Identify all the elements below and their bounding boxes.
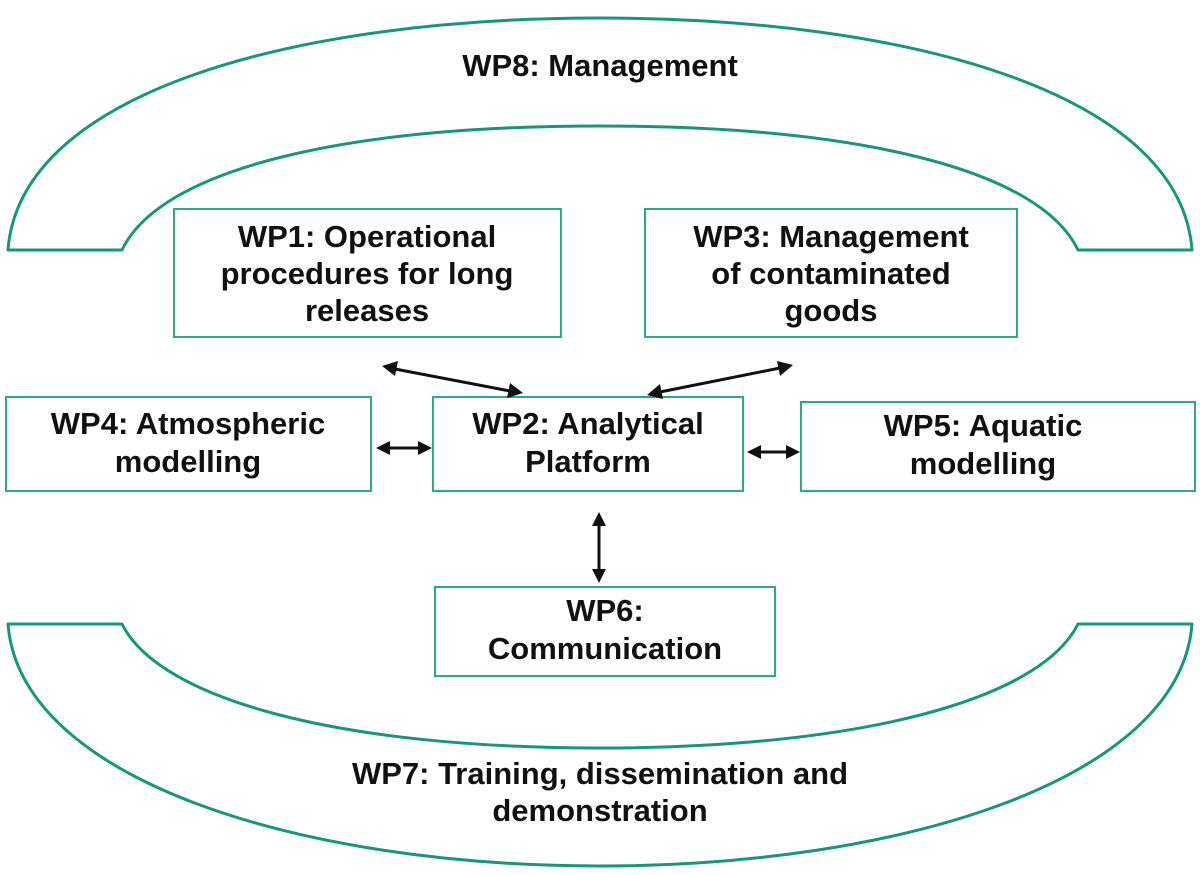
wp6-box [434, 586, 776, 677]
wp1-label-line1: WP1: Operational [238, 219, 496, 254]
wp3-label-line1: WP3: Management [693, 219, 969, 254]
arrow-wp2-wp5 [747, 445, 800, 459]
arrow-wp1-wp2 [382, 361, 523, 398]
wp7-arc-shape [6, 622, 1194, 868]
wp4-label-line1: WP4: Atmospheric [51, 406, 325, 441]
wp3-box [644, 208, 1018, 338]
wp8-label: WP8: Management [462, 48, 738, 83]
wp1-box [173, 208, 562, 338]
wp4-label-line2: modelling [115, 444, 261, 479]
wp6-node: WP6: Communication [434, 586, 776, 677]
wp7-label-line2: demonstration [492, 793, 707, 828]
wp8-arc-shape [6, 16, 1194, 252]
wp3-label-line2: of contaminated [711, 256, 950, 291]
wp2-label-line1: WP2: Analytical [472, 406, 703, 441]
wp3-node: WP3: Management of contaminated goods [644, 208, 1018, 338]
wp1-label-line2: procedures for long [221, 256, 514, 291]
wp2-label-line2: Platform [525, 444, 651, 479]
arrow-wp4-wp2 [376, 441, 432, 455]
wp1-node: WP1: Operational procedures for long rel… [173, 208, 562, 338]
wp5-node: WP5: Aquatic modelling [800, 401, 1196, 492]
arrow-wp3-wp2 [647, 361, 793, 399]
wp5-label-line1: WP5: Aquatic [884, 408, 1083, 443]
arrow-wp2-wp6 [592, 512, 606, 583]
wp7-label-line1: WP7: Training, dissemination and [352, 756, 848, 791]
wp3-label-line3: goods [785, 293, 878, 328]
wp6-label-line2: Communication [488, 631, 722, 666]
wp1-label-line3: releases [305, 293, 429, 328]
wp2-box [432, 396, 744, 492]
wp4-node: WP4: Atmospheric modelling [5, 396, 372, 492]
wp6-label-line1: WP6: [566, 593, 644, 628]
wp4-box [5, 396, 372, 492]
wp5-label-line2: modelling [910, 446, 1056, 481]
wp2-node: WP2: Analytical Platform [432, 396, 744, 492]
wp5-box [800, 401, 1196, 492]
